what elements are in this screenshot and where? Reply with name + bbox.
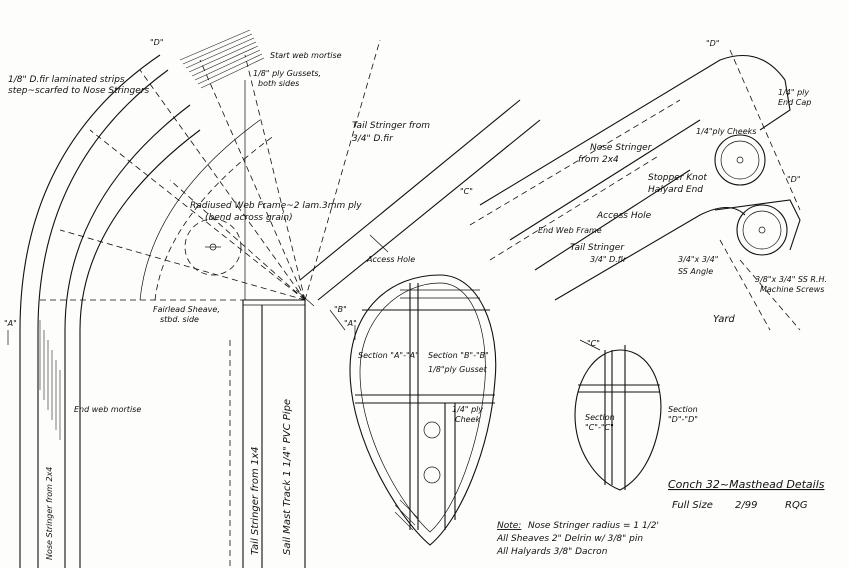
label-cheeks: 1/4"ply Cheeks [696, 127, 756, 136]
mark-a-left: "A" [4, 319, 17, 328]
label-tail-from: Tail Stringer from [352, 121, 430, 131]
label-fairlead: Fairlead Sheave, [153, 305, 220, 314]
label-gussets: 1/8" ply Gussets, [253, 69, 321, 78]
label-nose-2x4: Nose Stringer from 2x4 [45, 467, 54, 560]
label-cheek: 1/4" ply [452, 405, 483, 414]
curved-nose-stringer [19, 54, 300, 568]
note-2: All Sheaves 2" Delrin w/ 3/8" pin [496, 534, 643, 544]
label-tail-1x4: Tail Stringer from 1x4 [250, 446, 261, 555]
label-screws: 3/8"x 3/4" SS R.H. [755, 275, 827, 284]
label-section-d-2: "D"-"D" [668, 415, 698, 424]
label-stopper: Stopper Knot [648, 173, 707, 183]
note-1: Nose Stringer radius = 1 1/2' [528, 521, 659, 531]
drawing-signature: RQG [785, 500, 808, 511]
label-gusset-b: 1/8"ply Gusset [428, 365, 488, 374]
label-section-c-2: "C"-"C" [585, 423, 614, 432]
radial-construction-lines [59, 39, 381, 301]
mark-c-top: "C" [460, 187, 473, 196]
mark-d-left: "D" [150, 38, 164, 47]
section-marks [7, 309, 356, 345]
label-laminated: 1/8" D.fir laminated strips [8, 75, 125, 85]
label-mast-track: Sail Mast Track 1 1/4" PVC Pipe [282, 399, 293, 555]
label-gussets-2: both sides [258, 79, 299, 88]
label-end-web: End web mortise [74, 405, 141, 414]
label-tail-yard-2: 3/4" D.fir [590, 255, 627, 264]
label-start-web: Start web mortise [270, 51, 342, 60]
label-section-d: Section [668, 405, 698, 414]
mark-d-right: "D" [706, 39, 720, 48]
web-frame-sheave [184, 218, 242, 276]
mark-a-right: "A" [344, 319, 357, 328]
label-end-cap-2: End Cap [778, 98, 811, 107]
label-nose-from-2: from 2x4 [578, 155, 619, 165]
label-laminated-2: step~scarfed to Nose Stringers [8, 86, 149, 96]
label-cheek-2: Cheek [455, 415, 481, 424]
vertical-mast-stringers [229, 80, 306, 568]
teardrop-hatch [394, 499, 419, 531]
label-web-frame: Radiused Web Frame~2 lam.3mm ply [190, 201, 362, 211]
section-cd [574, 339, 662, 491]
note-label: Note: [497, 521, 521, 531]
label-angle: 3/4"x 3/4" [678, 255, 718, 264]
laminated-strips-hatch [179, 29, 265, 89]
note-3: All Halyards 3/8" Dacron [496, 547, 608, 557]
yard-assembly [469, 49, 801, 331]
label-yard: Yard [713, 314, 735, 325]
label-end-cap: 1/4" ply [778, 88, 809, 97]
labels: 1/8" D.fir laminated strips step~scarfed… [4, 38, 827, 560]
yard-sheaves [714, 134, 801, 256]
label-nose-from: Nose Stringer [590, 143, 653, 153]
label-access-hole: Access Hole [366, 255, 415, 264]
label-fairlead-2: stbd. side [160, 315, 199, 324]
label-section-b: Section "B"-"B" [428, 351, 489, 360]
label-screws-2: Machine Screws [760, 285, 824, 294]
notes-block: Note: Nose Stringer radius = 1 1/2' All … [496, 521, 659, 557]
label-stopper-2: Halyard End [648, 185, 703, 195]
mark-c-bottom: "C" [587, 339, 600, 348]
label-web-frame-2: (bend across grain) [205, 213, 293, 223]
label-tail-yard: Tail Stringer [570, 243, 625, 253]
label-section-c: Section [585, 413, 615, 422]
section-ab-teardrop [349, 274, 497, 546]
drawing-scale: Full Size [672, 500, 713, 511]
laminated-strips-hatch-lower [39, 320, 61, 440]
label-angle-2: SS Angle [678, 267, 713, 276]
label-section-a: Section "A"-"A" [358, 351, 419, 360]
mark-d-side: "D" [787, 175, 801, 184]
label-tail-from-2: 3/4" D.fir [352, 134, 394, 144]
drawing-title: Conch 32~Masthead Details [668, 478, 825, 491]
tail-stringer [295, 99, 541, 307]
label-access-hole-2: Access Hole [596, 211, 652, 221]
title-block: Conch 32~Masthead Details Full Size 2/99… [668, 478, 825, 511]
mark-b: "B" [334, 305, 347, 314]
label-end-web-frame: End Web Frame [538, 226, 602, 235]
drawing-date: 2/99 [735, 500, 757, 511]
